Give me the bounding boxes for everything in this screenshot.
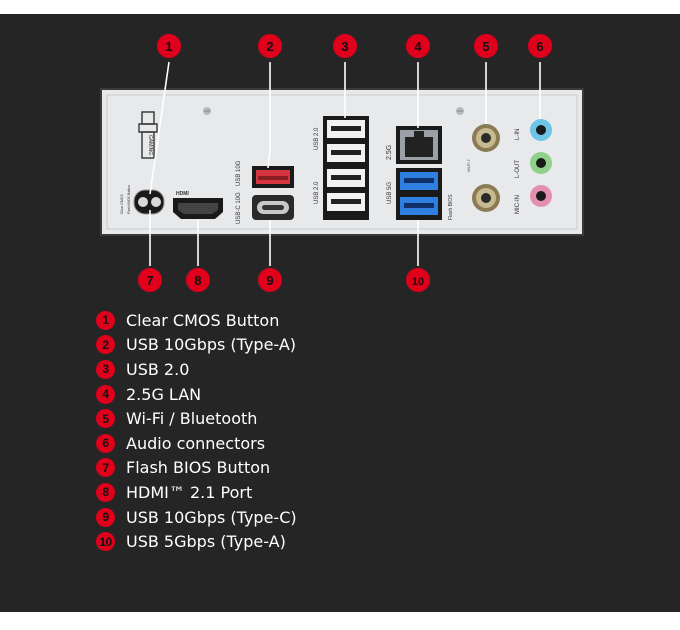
- callout-number: 10: [412, 276, 424, 288]
- legend-label: 2.5G LAN: [126, 384, 202, 404]
- legend-item: 3 USB 2.0: [96, 357, 297, 382]
- legend-number-badge: 6: [96, 433, 115, 453]
- hdmi-logo-icon: HDMI: [176, 191, 189, 197]
- legend-number-badge: 2: [96, 335, 115, 355]
- legend-number-badge: 5: [96, 409, 115, 429]
- callout-badge-2: 2: [258, 34, 282, 58]
- legend-item: 7 Flash BIOS Button: [96, 456, 297, 481]
- flash-bios-port-label: Flash BIOS: [448, 194, 454, 220]
- legend-label: Flash BIOS Button: [126, 458, 271, 478]
- callout-number: 6: [536, 39, 543, 54]
- wifi-antenna-connectors: [472, 124, 500, 212]
- lan-port: [396, 126, 442, 164]
- audio-mic-in-label: MIC-IN: [515, 195, 521, 214]
- legend-label: Clear CMOS Button: [126, 310, 280, 330]
- callout-badge-1: 1: [157, 34, 181, 58]
- usb-20-top-label: USB 2.0: [314, 127, 320, 150]
- legend-label: Wi-Fi / Bluetooth: [126, 409, 258, 429]
- audio-line-out-label: L-OUT: [515, 160, 521, 178]
- callout-lines: [149, 61, 541, 266]
- callout-badge-10: 10: [406, 268, 430, 292]
- callout-number: 4: [414, 39, 422, 54]
- callout-number: 2: [266, 39, 273, 54]
- cmos-bios-buttons: [133, 189, 165, 215]
- io-plate-inset: [106, 94, 578, 230]
- rear-io-diagram: GAMING Clear CMOS Flash BIOS Button HDMI…: [100, 34, 584, 292]
- legend-number-badge: 10: [96, 532, 115, 552]
- leader-line-2: [267, 62, 271, 169]
- callout-number: 7: [146, 273, 153, 288]
- callout-number: 8: [194, 273, 201, 288]
- usb-5g-label: USB 5G: [387, 182, 393, 204]
- hdmi-port: HDMI: [173, 191, 223, 219]
- lan-25g-label: 2.5G: [386, 145, 393, 160]
- callout-badge-5: 5: [474, 34, 498, 58]
- legend-number-badge: 1: [96, 310, 115, 330]
- legend-label: USB 2.0: [126, 359, 190, 379]
- callout-number: 1: [165, 39, 172, 54]
- legend-item: 9 USB 10Gbps (Type-C): [96, 505, 297, 530]
- usb-20-bottom-label: USB 2.0: [314, 181, 320, 204]
- legend-number-badge: 8: [96, 482, 115, 502]
- callout-badge-9: 9: [258, 268, 282, 292]
- callout-badge-4: 4: [406, 34, 430, 58]
- usb-10g-type-a-port: [252, 166, 294, 188]
- usb-c-10g-label: USB-C 10G: [236, 192, 242, 224]
- callout-badge-8: 8: [186, 268, 210, 292]
- callout-badge-6: 6: [528, 34, 552, 58]
- legend-item: 5 Wi-Fi / Bluetooth: [96, 406, 297, 431]
- callout-badge-7: 7: [138, 268, 162, 292]
- usb-5g-stack: [396, 168, 442, 220]
- legend-label: USB 10Gbps (Type-A): [126, 335, 297, 355]
- usb-10g-label: USB 10G: [236, 160, 242, 186]
- callout-number: 5: [482, 39, 489, 54]
- gaming-logo-text: GAMING: [147, 135, 153, 155]
- legend-item: 1 Clear CMOS Button: [96, 308, 297, 333]
- wifi-label: Wi-Fi 7: [466, 159, 471, 172]
- flash-bios-small-label: Flash BIOS Button: [127, 185, 131, 214]
- leader-line-1: [149, 61, 170, 195]
- legend-label: USB 10Gbps (Type-C): [126, 507, 297, 527]
- callout-number: 9: [266, 273, 273, 288]
- audio-jacks: [530, 119, 552, 207]
- legend-label: Audio connectors: [126, 433, 266, 453]
- legend-item: 6 Audio connectors: [96, 431, 297, 456]
- legend-item: 10 USB 5Gbps (Type-A): [96, 529, 297, 554]
- callout-badge-3: 3: [333, 34, 357, 58]
- legend-number-badge: 3: [96, 359, 115, 379]
- legend-label: HDMI™ 2.1 Port: [126, 482, 253, 502]
- callout-number: 3: [341, 39, 348, 54]
- legend-number-badge: 7: [96, 458, 115, 478]
- clear-cmos-small-label: Clear CMOS: [120, 193, 124, 214]
- legend-number-badge: 9: [96, 507, 115, 527]
- gaming-logo: GAMING: [138, 111, 158, 159]
- usb-20-stack: [323, 116, 369, 220]
- legend-number-badge: 4: [96, 384, 115, 404]
- legend-item: 8 HDMI™ 2.1 Port: [96, 480, 297, 505]
- audio-line-in-label: L-IN: [515, 129, 521, 140]
- legend-label: USB 5Gbps (Type-A): [126, 532, 286, 552]
- usb-c-port: [252, 195, 294, 220]
- legend-item: 2 USB 10Gbps (Type-A): [96, 333, 297, 358]
- legend-item: 4 2.5G LAN: [96, 382, 297, 407]
